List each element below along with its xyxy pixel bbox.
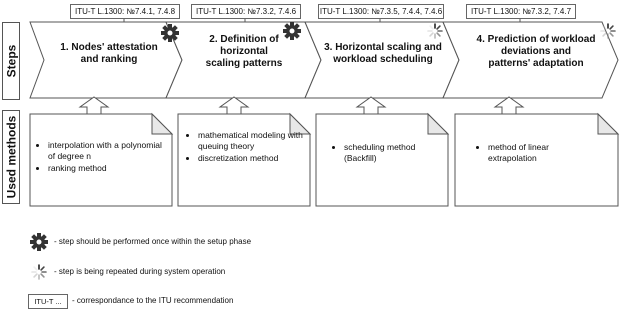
legend-gear-text: - step should be performed once within t… (54, 237, 252, 246)
legend-spinner-icon (31, 264, 47, 280)
spinner-icon (600, 23, 616, 39)
legend-gear-icon (30, 233, 48, 251)
up-arrow-4 (493, 96, 525, 115)
steps-side-label: Steps (2, 22, 20, 100)
method-list-1: interpolation with a polynomial of degre… (36, 140, 166, 175)
method-list-4: method of linear extrapolation (476, 142, 576, 165)
step-2-itu-box: ITU-T L.1300: №7.3.2, 7.4.6 (191, 4, 301, 19)
method-list-2: mathematical modeling with queuing theor… (186, 130, 304, 165)
legend-itu-text: - correspondance to the ITU recommendati… (72, 296, 234, 305)
method-item: scheduling method (Backfill) (344, 142, 432, 164)
method-note-4 (454, 113, 619, 207)
legend-itu-box: ITU-T ... (28, 294, 68, 309)
step-4-chevron (442, 21, 619, 99)
method-item: ranking method (48, 163, 166, 174)
method-item: mathematical modeling with queuing theor… (198, 130, 304, 152)
gear-icon (283, 22, 301, 40)
step-4-itu-box: ITU-T L.1300: №7.3.2, 7.4.7 (466, 4, 576, 19)
step-3-title: 3. Horizontal scaling and workload sched… (324, 42, 442, 65)
method-note-2 (177, 113, 311, 207)
legend-spinner-text: - step is being repeated during system o… (54, 267, 226, 276)
step-3-itu-box: ITU-T L.1300: №7.3.5, 7.4.4, 7.4.6 (318, 4, 444, 19)
spinner-icon (427, 23, 443, 39)
gear-icon (161, 24, 179, 42)
step-4-title: 4. Prediction of workload deviations and… (476, 34, 596, 69)
up-arrow-2 (218, 96, 250, 115)
step-1-itu-box: ITU-T L.1300: №7.4.1, 7.4.8 (70, 4, 180, 19)
step-2-title: 2. Definition of horizontal scaling patt… (205, 34, 283, 69)
step-1-title: 1. Nodes' attestation and ranking (60, 42, 158, 65)
method-note-1 (29, 113, 173, 207)
method-list-3: scheduling method (Backfill) (332, 142, 432, 165)
up-arrow-3 (355, 96, 387, 115)
method-item: interpolation with a polynomial of degre… (48, 140, 166, 162)
methods-side-label: Used methods (2, 110, 20, 204)
method-item: method of linear extrapolation (488, 142, 576, 164)
up-arrow-1 (78, 96, 110, 115)
method-note-3 (315, 113, 449, 207)
method-item: discretization method (198, 153, 304, 164)
